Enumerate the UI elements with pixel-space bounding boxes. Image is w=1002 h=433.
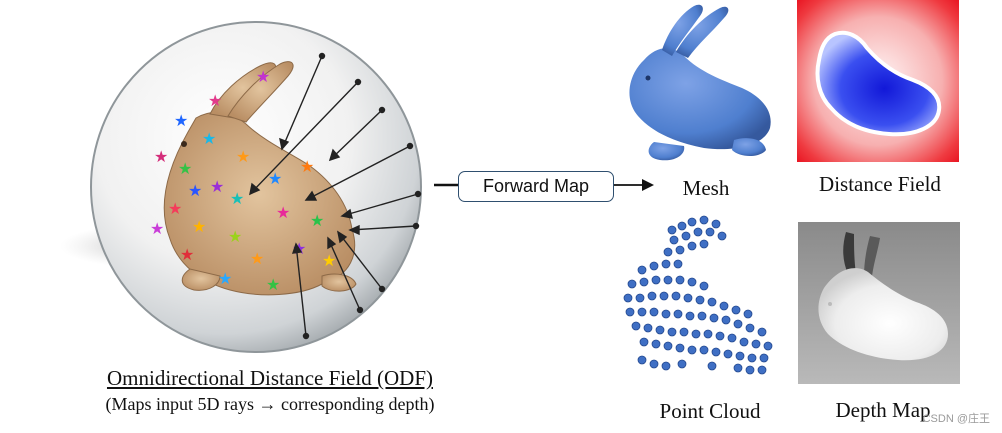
svg-text:★: ★ (192, 217, 206, 236)
svg-text:★: ★ (236, 147, 250, 166)
svg-text:★: ★ (310, 211, 324, 230)
mesh-bunny-image (629, 4, 771, 161)
watermark: CSDN @庄王 (922, 413, 990, 425)
svg-text:★: ★ (276, 203, 290, 222)
depth-map-caption: Depth Map (835, 398, 931, 422)
distance-field-image (797, 0, 959, 162)
point-cloud-caption: Point Cloud (659, 399, 761, 423)
odf-subtitle: (Maps input 5D rays → corresponding dept… (105, 394, 435, 414)
svg-text:★: ★ (154, 147, 168, 166)
svg-text:★: ★ (174, 111, 188, 130)
svg-text:★: ★ (230, 189, 244, 208)
svg-text:★: ★ (208, 91, 222, 110)
svg-text:★: ★ (202, 129, 216, 148)
forward-map-box: Forward Map (458, 171, 614, 202)
ray-arrows (249, 52, 422, 340)
svg-text:★: ★ (180, 245, 194, 264)
svg-text:★: ★ (168, 199, 182, 218)
svg-text:★: ★ (268, 169, 282, 188)
svg-text:★: ★ (266, 275, 280, 294)
textured-bunny (163, 61, 357, 296)
svg-text:★: ★ (218, 269, 232, 288)
odf-title: Omnidirectional Distance Field (ODF) (106, 366, 433, 390)
distance-field-caption: Distance Field (819, 172, 941, 196)
svg-text:★: ★ (256, 67, 270, 86)
svg-text:★: ★ (228, 227, 242, 246)
star-decals: ★ ★ ★ ★ ★ ★ ★ ★ ★ ★ ★ ★ ★ ★ ★ ★ ★ ★ ★ ★ … (150, 67, 336, 294)
forward-map-arrow (434, 179, 654, 191)
point-cloud-image (623, 215, 773, 375)
svg-text:★: ★ (150, 219, 164, 238)
svg-text:★: ★ (178, 159, 192, 178)
mesh-caption: Mesh (682, 176, 730, 200)
svg-text:★: ★ (300, 157, 314, 176)
depth-map-image (798, 222, 960, 384)
svg-text:★: ★ (250, 249, 264, 268)
odf-sphere-illustration: ★ ★ ★ ★ ★ ★ ★ ★ ★ ★ ★ ★ ★ ★ ★ ★ ★ ★ ★ ★ … (60, 21, 422, 353)
svg-text:★: ★ (210, 177, 224, 196)
svg-text:★: ★ (188, 181, 202, 200)
svg-text:★: ★ (322, 251, 336, 270)
